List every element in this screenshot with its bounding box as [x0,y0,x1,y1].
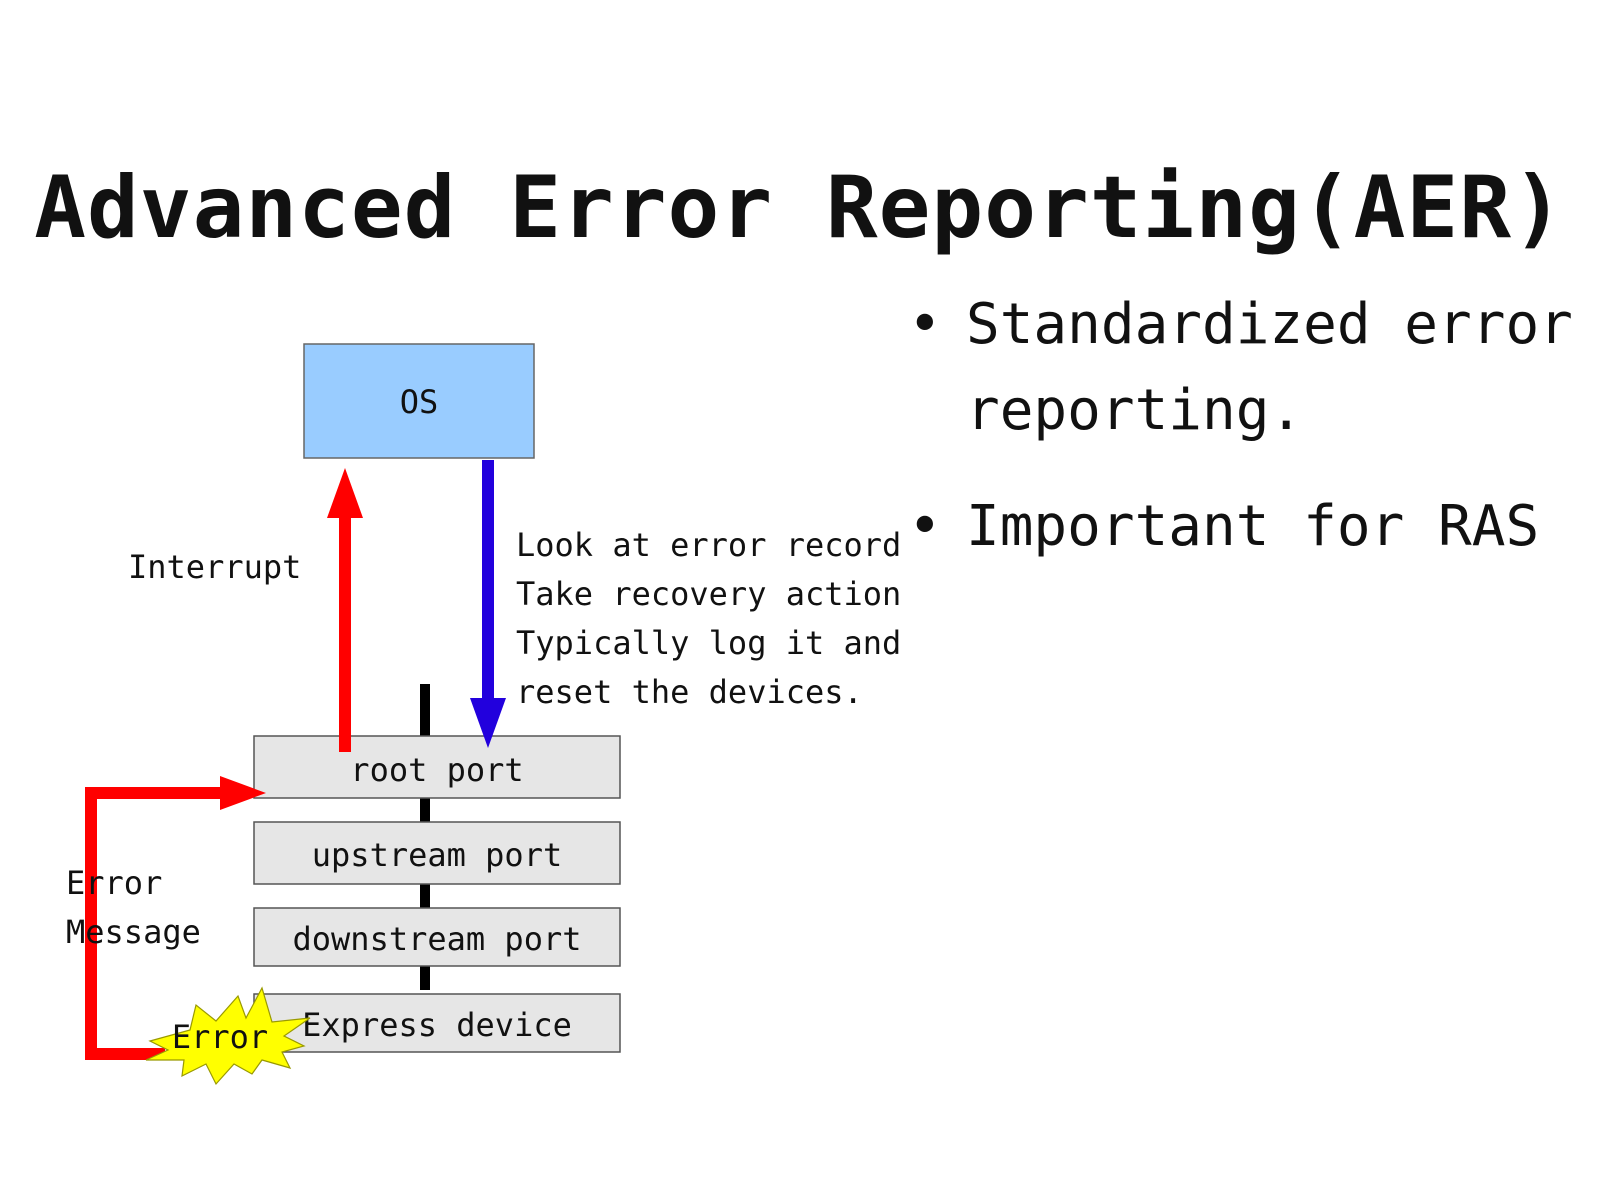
root-port-label: root port [350,751,523,789]
os-action-line: Typically log it and [516,624,901,662]
downstream-port-label: downstream port [293,920,582,958]
error-message-line: Message [66,913,201,951]
error-burst-icon [145,986,311,1086]
os-action-line: Look at error record [516,526,901,564]
interrupt-arrow [327,468,363,752]
express-device-box [253,993,621,1053]
interrupt-label: Interrupt [128,548,301,586]
bullet-dot-icon: • [908,292,942,357]
error-message-label: Error Message [66,864,201,951]
bullet-dot-icon: • [908,494,942,559]
os-action-line: reset the devices. [516,673,863,711]
upstream-port-label: upstream port [312,836,562,874]
error-burst-label: Error [172,1018,268,1056]
os-box [303,343,535,459]
upstream-port-box [253,821,621,885]
bullet-text: Standardized error reporting. [966,292,1573,443]
bullet-text: Important for RAS [966,494,1540,559]
bullet-list: • Standardized error reporting. • Import… [908,282,1588,600]
root-port-box [253,735,621,799]
error-message-arrow [85,776,266,1060]
recovery-action-arrow [470,460,506,748]
slide-title: Advanced Error Reporting(AER) [34,157,1565,258]
error-message-line: Error [66,864,162,902]
os-label: OS [400,383,439,421]
os-action-text: Look at error record Take recovery actio… [516,526,921,711]
bullet-item: • Standardized error reporting. [908,282,1588,454]
bullet-item: • Important for RAS [908,484,1588,570]
os-action-line: Take recovery action [516,575,901,613]
downstream-port-box [253,907,621,967]
express-device-label: Express device [302,1006,572,1044]
